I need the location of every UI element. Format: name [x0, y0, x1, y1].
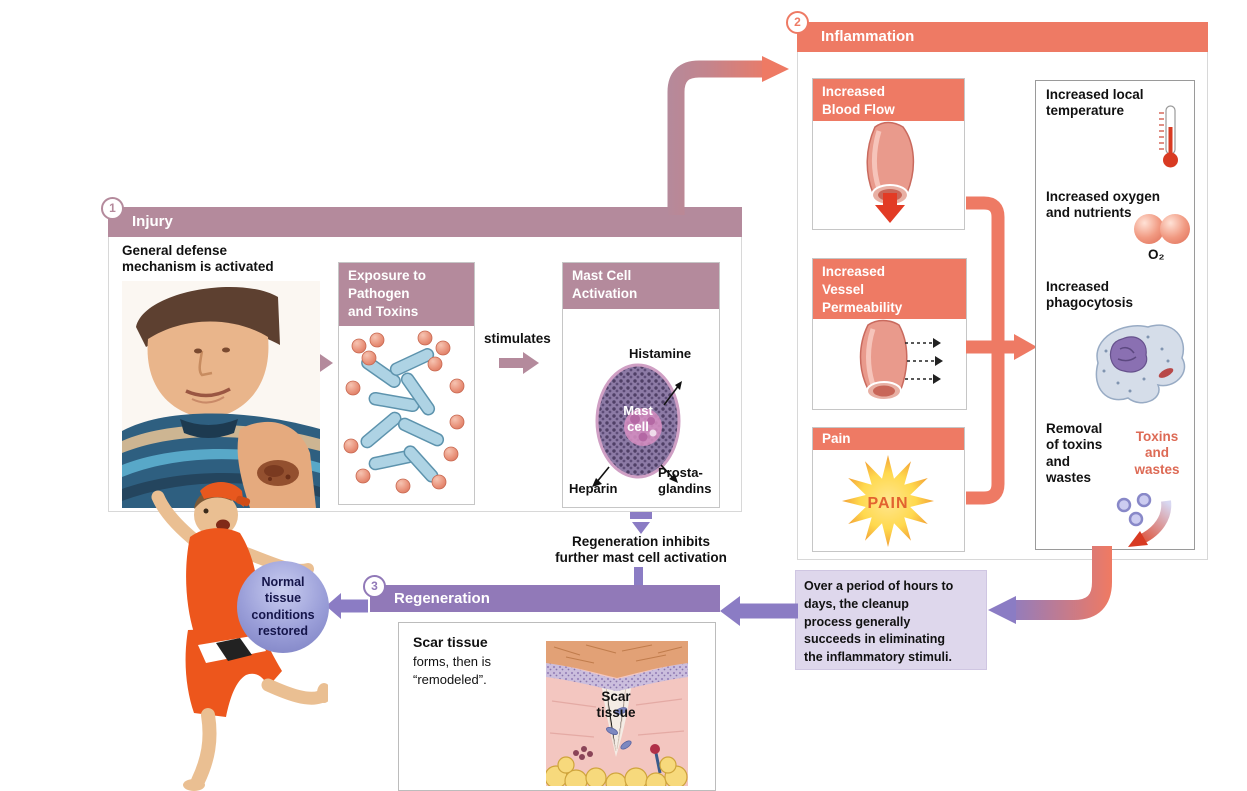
results-to-cleanup-arrow-icon: [988, 546, 1112, 624]
histamine-label: Histamine: [629, 346, 692, 361]
mast-cell-label: Mast cell: [623, 403, 653, 434]
scar-note-title: Scar tissue: [413, 634, 488, 650]
stimulates-arrow-icon: [499, 352, 539, 374]
prostaglandins-label: Prosta- glandins: [658, 465, 712, 496]
pain-box: Pain PAIN: [812, 427, 965, 552]
removal-toxins-label: Removal of toxins and wastes: [1046, 421, 1103, 486]
exposure-box: Exposure to Pathogen and Toxins: [338, 262, 475, 505]
regeneration-step-badge: 3: [363, 575, 386, 598]
blood-flow-box: Increased Blood Flow: [812, 78, 965, 230]
blood-vessel-illustration: [866, 121, 915, 223]
exposure-box-title: Exposure to Pathogen and Toxins: [339, 263, 474, 326]
scar-tissue-illustration: [546, 641, 688, 786]
inhibition-line: [634, 567, 643, 586]
local-temperature-label: Increased local temperature: [1046, 87, 1144, 119]
inflammation-bracket-connector: [966, 196, 1037, 505]
vessel-permeability-box: Increased Vessel Permeability: [812, 258, 967, 410]
phagocyte-icon: [1095, 324, 1186, 404]
o2-label: O₂: [1148, 247, 1165, 262]
injury-note: General defense mechanism is activated: [122, 243, 274, 275]
vessel-permeability-title: Increased Vessel Permeability: [813, 259, 966, 319]
inhibition-bar-icon: [630, 512, 652, 519]
regeneration-banner: Regeneration: [370, 585, 720, 612]
regeneration-title: Regeneration: [394, 590, 490, 607]
regeneration-box: Scar tissue forms, then is “remodeled”.: [398, 622, 716, 791]
pain-burst-label: PAIN: [867, 495, 909, 512]
stimulates-label: stimulates: [484, 331, 551, 346]
mast-cell-illustration: [592, 363, 682, 487]
phagocytosis-label: Increased phagocytosis: [1046, 279, 1134, 311]
bacteria-illustration: [343, 330, 465, 494]
scar-tissue-label: Scar tissue: [596, 689, 636, 721]
injury-title: Injury: [132, 213, 173, 230]
restored-conditions-circle: Normal tissue conditions restored: [237, 561, 329, 653]
oxygen-molecules-icon: [1134, 214, 1190, 244]
inflammation-title: Inflammation: [821, 28, 915, 45]
inflammation-results-panel: Increased local temperature Increased ox…: [1035, 80, 1195, 550]
mast-cell-box-title: Mast Cell Activation: [563, 263, 719, 309]
recovered-boy-photo: [151, 482, 328, 791]
mast-cell-box: Mast Cell Activation: [562, 262, 720, 508]
permeable-vessel-illustration: [859, 319, 943, 401]
injury-banner: Injury: [108, 207, 742, 237]
injured-boy-photo: [122, 281, 320, 508]
injury-step-badge: 1: [101, 197, 124, 220]
toxin-removal-icon: [1116, 493, 1172, 547]
thermometer-icon: [1159, 105, 1178, 168]
blood-flow-title: Increased Blood Flow: [813, 79, 964, 121]
mast-cell-body: Histamine Heparin Prosta- glandins Mast …: [563, 309, 719, 507]
cleanup-note: Over a period of hours to days, the clea…: [795, 570, 987, 670]
regeneration-to-restored-arrow-icon: [326, 593, 368, 619]
inflammation-banner: Inflammation: [797, 22, 1208, 52]
oxygen-nutrients-label: Increased oxygen and nutrients: [1046, 189, 1161, 221]
inflammation-step-badge: 2: [786, 11, 809, 34]
pain-starburst-icon: [842, 455, 934, 547]
scar-note-rest: forms, then is “remodeled”.: [413, 654, 492, 687]
injury-to-inflammation-arrow-icon: [667, 56, 789, 215]
cleanup-to-regeneration-arrow-icon: [720, 596, 798, 626]
inhibition-stem-icon: [632, 522, 650, 534]
inhibit-note: Regeneration inhibits further mast cell …: [555, 534, 727, 566]
pain-title: Pain: [813, 428, 964, 450]
toxins-wastes-label: Toxins and wastes: [1134, 429, 1180, 477]
heparin-label: Heparin: [569, 481, 618, 496]
